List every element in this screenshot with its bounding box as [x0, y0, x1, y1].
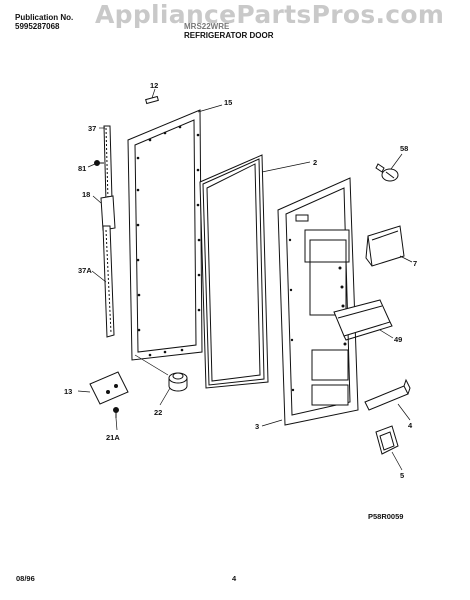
hinge-pin[interactable]: [145, 95, 159, 105]
watermark: AppliancePartsPros.com: [95, 0, 445, 29]
callout-4: 4: [408, 421, 413, 430]
callout-22: 22: [154, 408, 162, 417]
figure-code: P58R0059: [368, 512, 404, 521]
section-title: REFRIGERATOR DOOR: [184, 31, 274, 40]
callout-37: 37: [88, 124, 96, 133]
callout-49: 49: [394, 335, 402, 344]
footer-date: 08/96: [16, 574, 35, 583]
dairy-bin[interactable]: [365, 225, 405, 267]
bottom-hinge[interactable]: [89, 371, 129, 405]
callout-21a: 21A: [106, 433, 120, 442]
callout-5: 5: [400, 471, 404, 480]
callout-12: 12: [150, 81, 158, 90]
publication-number: 5995287068: [15, 22, 60, 31]
inner-door-panel[interactable]: [277, 177, 359, 426]
callouts: 12 15 37 81 18 37A 2 58 7 49 13 22 21A 3…: [64, 81, 417, 480]
callout-15: 15: [224, 98, 232, 107]
door-gasket[interactable]: [199, 154, 269, 389]
publication-label: Publication No.: [15, 13, 74, 22]
hinge-screw[interactable]: [113, 407, 119, 419]
callout-3: 3: [255, 422, 259, 431]
page-number: 4: [232, 574, 237, 583]
callout-13: 13: [64, 387, 72, 396]
screw[interactable]: [375, 163, 399, 182]
door-shelf[interactable]: [333, 299, 393, 341]
hinge-bushing[interactable]: [168, 372, 188, 392]
cover-cap[interactable]: [375, 425, 399, 455]
model-number: MRS22WRE: [184, 22, 230, 31]
door-frame[interactable]: [127, 109, 203, 361]
callout-18: 18: [82, 190, 90, 199]
handle-screw[interactable]: [94, 160, 105, 166]
callout-81: 81: [78, 164, 86, 173]
callout-7: 7: [413, 259, 417, 268]
shelf-retainer[interactable]: [364, 378, 411, 411]
callout-37a: 37A: [78, 266, 92, 275]
callout-2: 2: [313, 158, 317, 167]
callout-58: 58: [400, 144, 408, 153]
door-handle[interactable]: [100, 125, 116, 338]
